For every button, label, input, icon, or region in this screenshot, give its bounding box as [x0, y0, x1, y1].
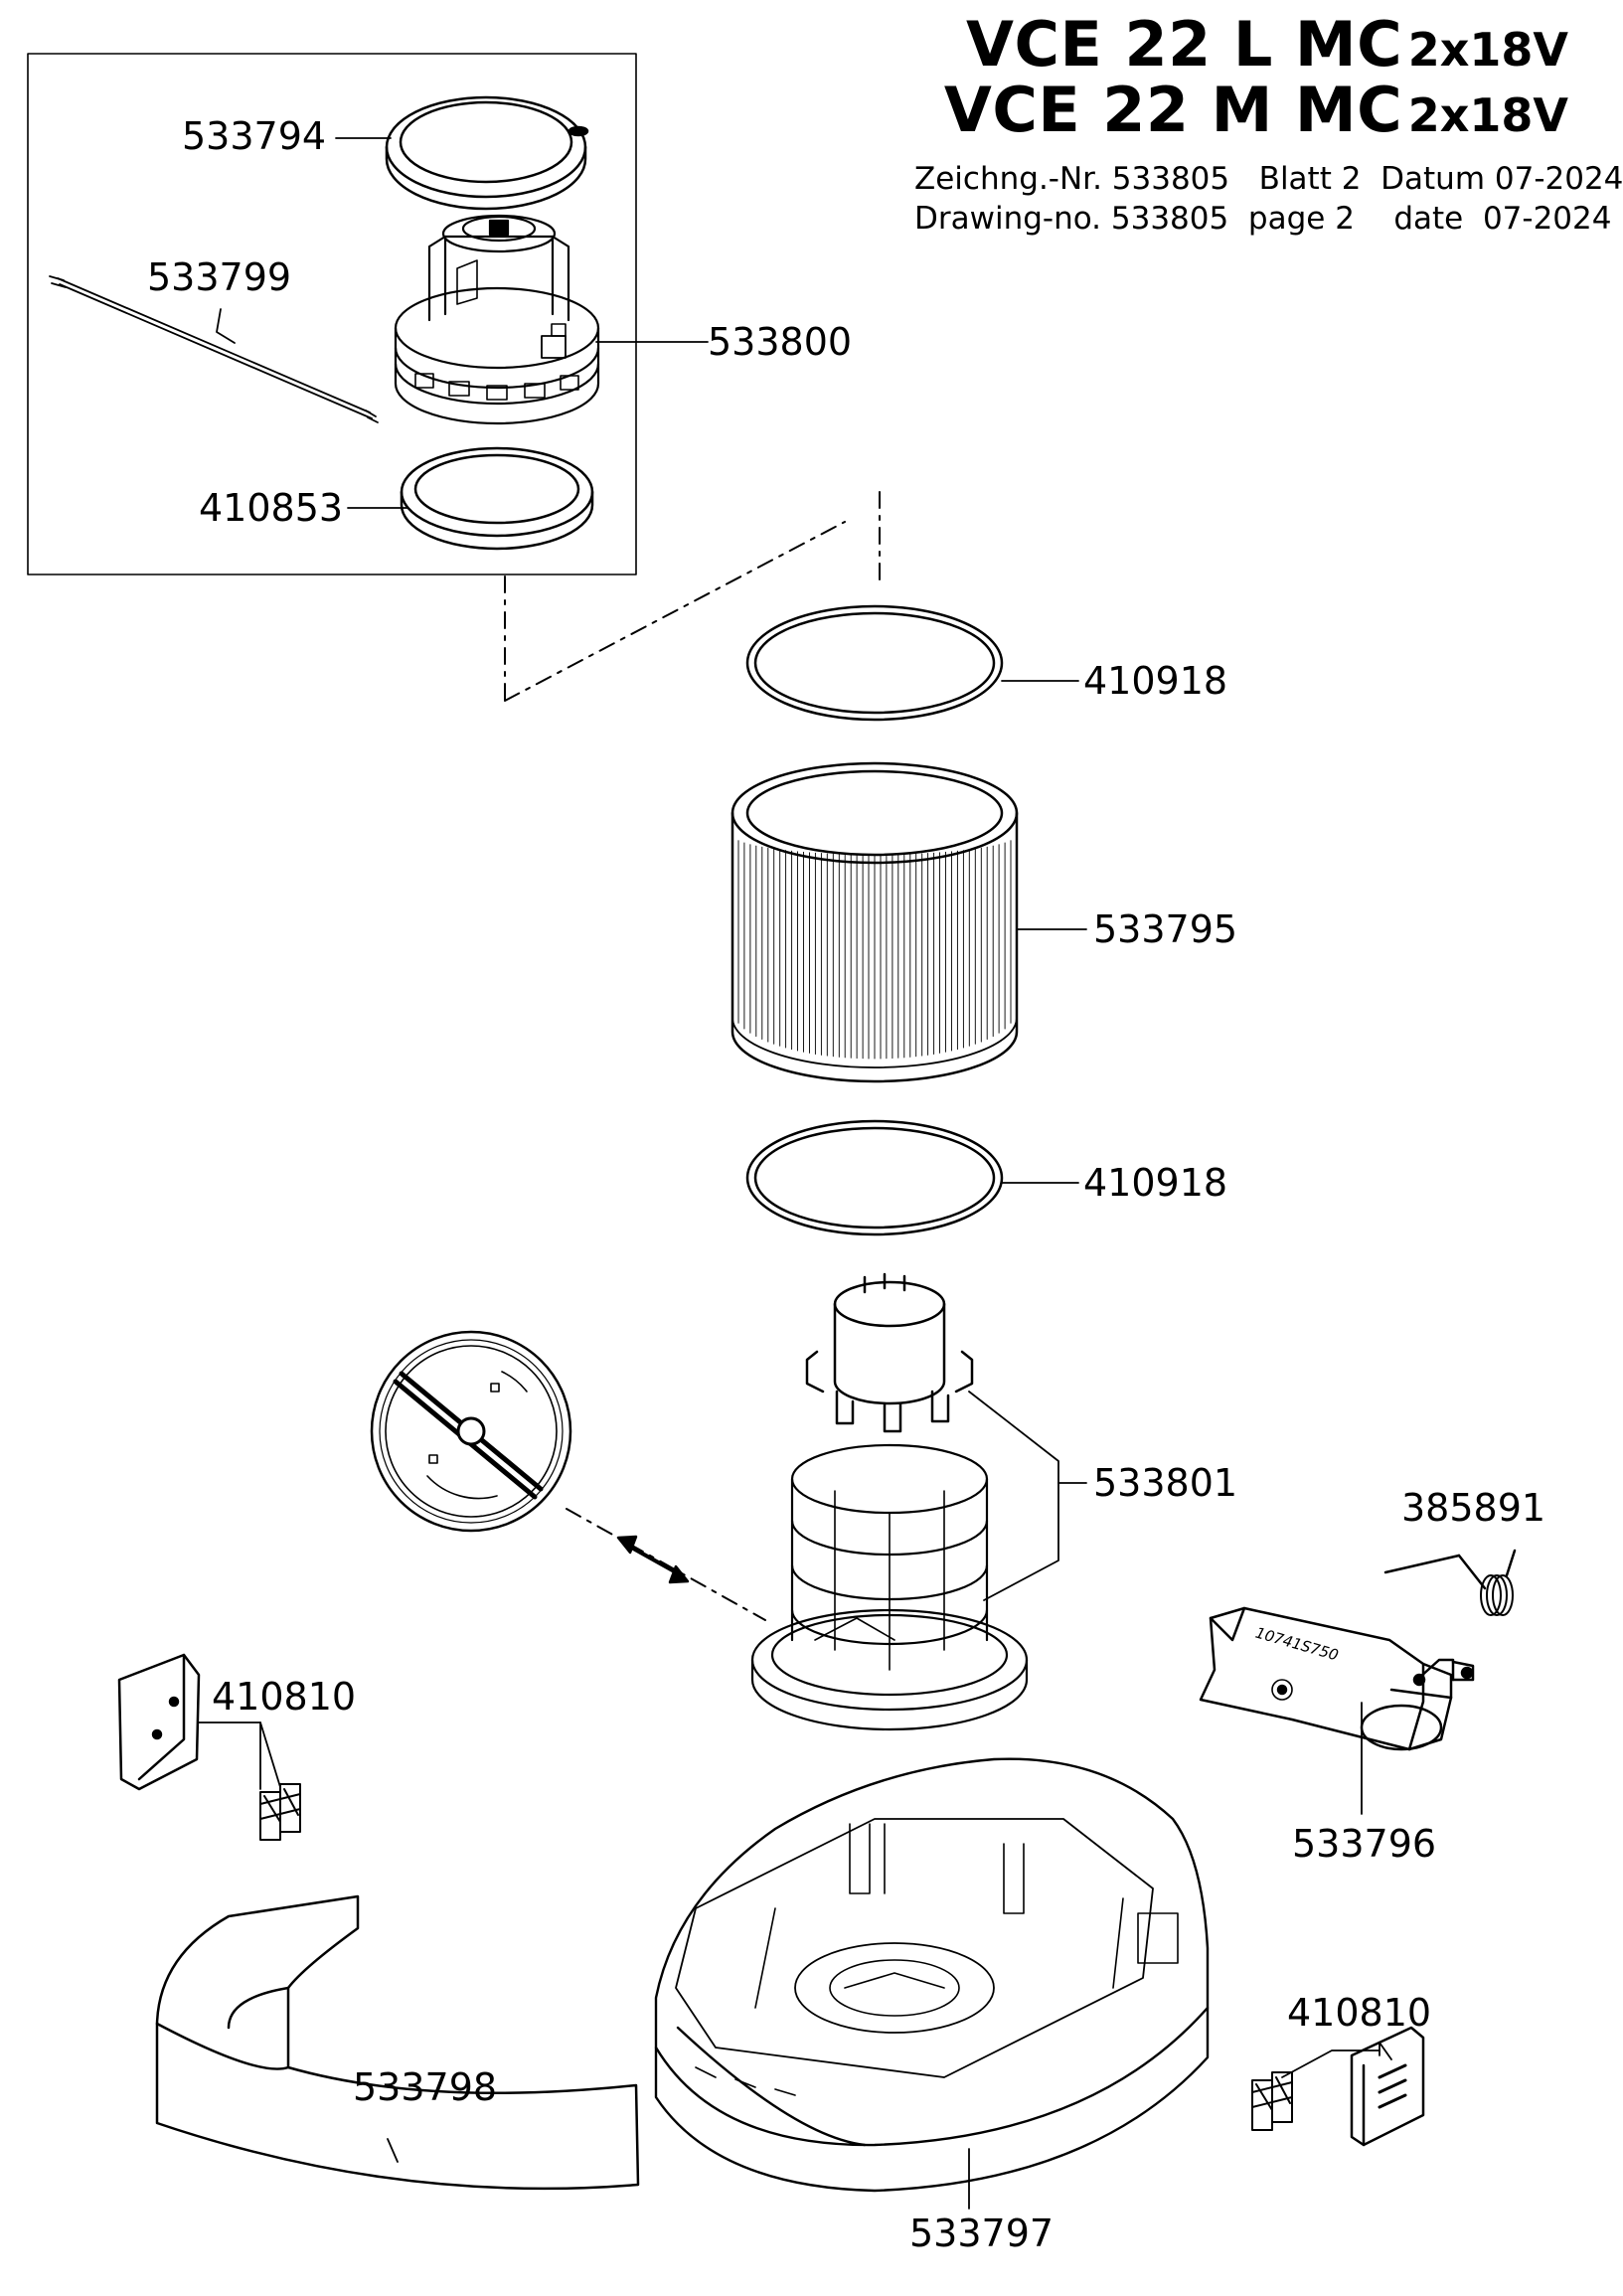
model-title-line-1: VCE 22 L MC 2x18V	[966, 8, 1568, 81]
part-number-410918-upper: 410918	[1083, 659, 1228, 703]
filter-seal-upper	[745, 604, 1004, 722]
leader-lines	[198, 137, 1392, 2210]
part-number-533794: 533794	[182, 114, 327, 158]
base-housing	[654, 1757, 1210, 2193]
part-number-410853: 410853	[199, 486, 344, 530]
float-valve-disc	[370, 1330, 572, 1533]
part-number-410810-left: 410810	[212, 1675, 357, 1719]
float-cage	[750, 1443, 1029, 1731]
drawing-info-english: Drawing-no. 533805 page 2 date 07-2024	[914, 201, 1612, 237]
model-title-line-2: VCE 22 M MC 2x18V	[943, 74, 1568, 146]
part-number-533797: 533797	[909, 2212, 1055, 2255]
motor-assembly-box	[27, 53, 637, 575]
motor	[394, 214, 600, 425]
mounting-axis	[566, 1508, 766, 1621]
cartridge-filter	[730, 761, 1019, 1083]
part-number-410810-right: 410810	[1287, 1991, 1432, 2035]
motor-ring-bottom	[400, 446, 594, 551]
seal-ring-top	[385, 95, 589, 211]
part-number-533798: 533798	[353, 2065, 498, 2109]
exploded-view-drawing	[27, 53, 1517, 2210]
latch-cover-left	[117, 1653, 201, 1791]
torsion-spring	[1383, 1549, 1517, 1616]
latch-clip-right	[1251, 2071, 1293, 2131]
latch-cover-right	[1350, 2026, 1425, 2147]
parts-drawing-sheet: VCE 22 L MC 2x18V VCE 22 M MC 2x18V Zeic…	[27, 8, 1623, 2255]
cable	[49, 275, 379, 423]
part-number-533801: 533801	[1093, 1461, 1238, 1505]
drawing-info-german: Zeichng.-Nr. 533805 Blatt 2 Datum 07-202…	[914, 161, 1623, 197]
latch-clip-left	[259, 1783, 301, 1841]
assembly-dash-lines	[504, 491, 881, 702]
filter-seal-lower	[745, 1119, 1004, 1236]
float-cap	[805, 1272, 974, 1433]
part-number-533799: 533799	[147, 255, 292, 299]
part-number-533795: 533795	[1093, 907, 1238, 951]
part-number-385891: 385891	[1401, 1486, 1546, 1530]
bumper-strip	[155, 1894, 640, 2191]
latch-lever	[1199, 1606, 1475, 1751]
part-number-533796: 533796	[1292, 1822, 1437, 1866]
part-number-410918-lower: 410918	[1083, 1161, 1228, 1205]
part-number-533800: 533800	[708, 320, 853, 364]
